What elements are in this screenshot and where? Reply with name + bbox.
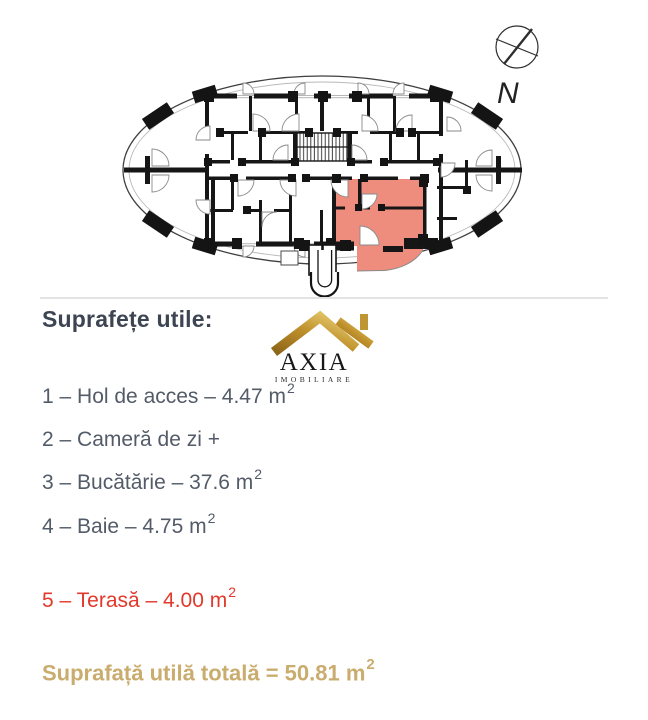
- brand-name: AXIA: [280, 349, 349, 376]
- total-label: Suprafață utilă totală = 50.81 m: [42, 660, 366, 686]
- roof-icon: [270, 310, 374, 356]
- staircase: [293, 131, 352, 163]
- room-list-item-1: 1 – Hol de acces – 4.47 m2: [42, 380, 295, 409]
- compass-icon: N: [495, 25, 539, 110]
- door-arcs: [151, 82, 493, 258]
- room-list-item-3: 3 – Bucătărie – 37.6 m2: [42, 466, 263, 495]
- room-label: 1 – Hol de acces – 4.47 m: [42, 385, 286, 408]
- entrance-protrusion: [280, 240, 351, 298]
- room-label: 4 – Baie – 4.75 m: [42, 515, 207, 538]
- terrace-label: 5 – Terasă – 4.00 m: [42, 589, 228, 612]
- terrace-list-item: 5 – Terasă – 4.00 m2: [42, 584, 237, 613]
- room-label: 3 – Bucătărie – 37.6 m: [42, 471, 254, 494]
- brand-logo-svg: AXIA IMOBILIARE: [270, 310, 374, 384]
- terrace-edge: [356, 249, 424, 272]
- room-label: 2 – Cameră de zi +: [42, 428, 221, 451]
- brand-subtitle: IMOBILIARE: [275, 375, 353, 384]
- divider: [40, 297, 608, 299]
- sqm-superscript: 2: [366, 656, 375, 673]
- sqm-superscript: 2: [228, 584, 237, 600]
- compass-north-label: N: [497, 77, 519, 110]
- sqm-superscript: 2: [207, 510, 216, 526]
- room-list-item-2: 2 – Cameră de zi +: [42, 425, 220, 452]
- brand-logo: AXIA IMOBILIARE: [250, 308, 378, 391]
- sqm-superscript: 2: [254, 466, 263, 482]
- floorplan-svg: N: [122, 25, 539, 298]
- floorplan: N: [0, 0, 648, 300]
- sqm-superscript: 2: [286, 380, 295, 396]
- columns: [141, 84, 504, 256]
- room-list-item-4: 4 – Baie – 4.75 m2: [42, 510, 216, 539]
- section-heading: Suprafețe utile:: [42, 306, 213, 332]
- interior-walls: [124, 93, 522, 252]
- total-area-line: Suprafață utilă totală = 50.81 m2: [42, 656, 375, 686]
